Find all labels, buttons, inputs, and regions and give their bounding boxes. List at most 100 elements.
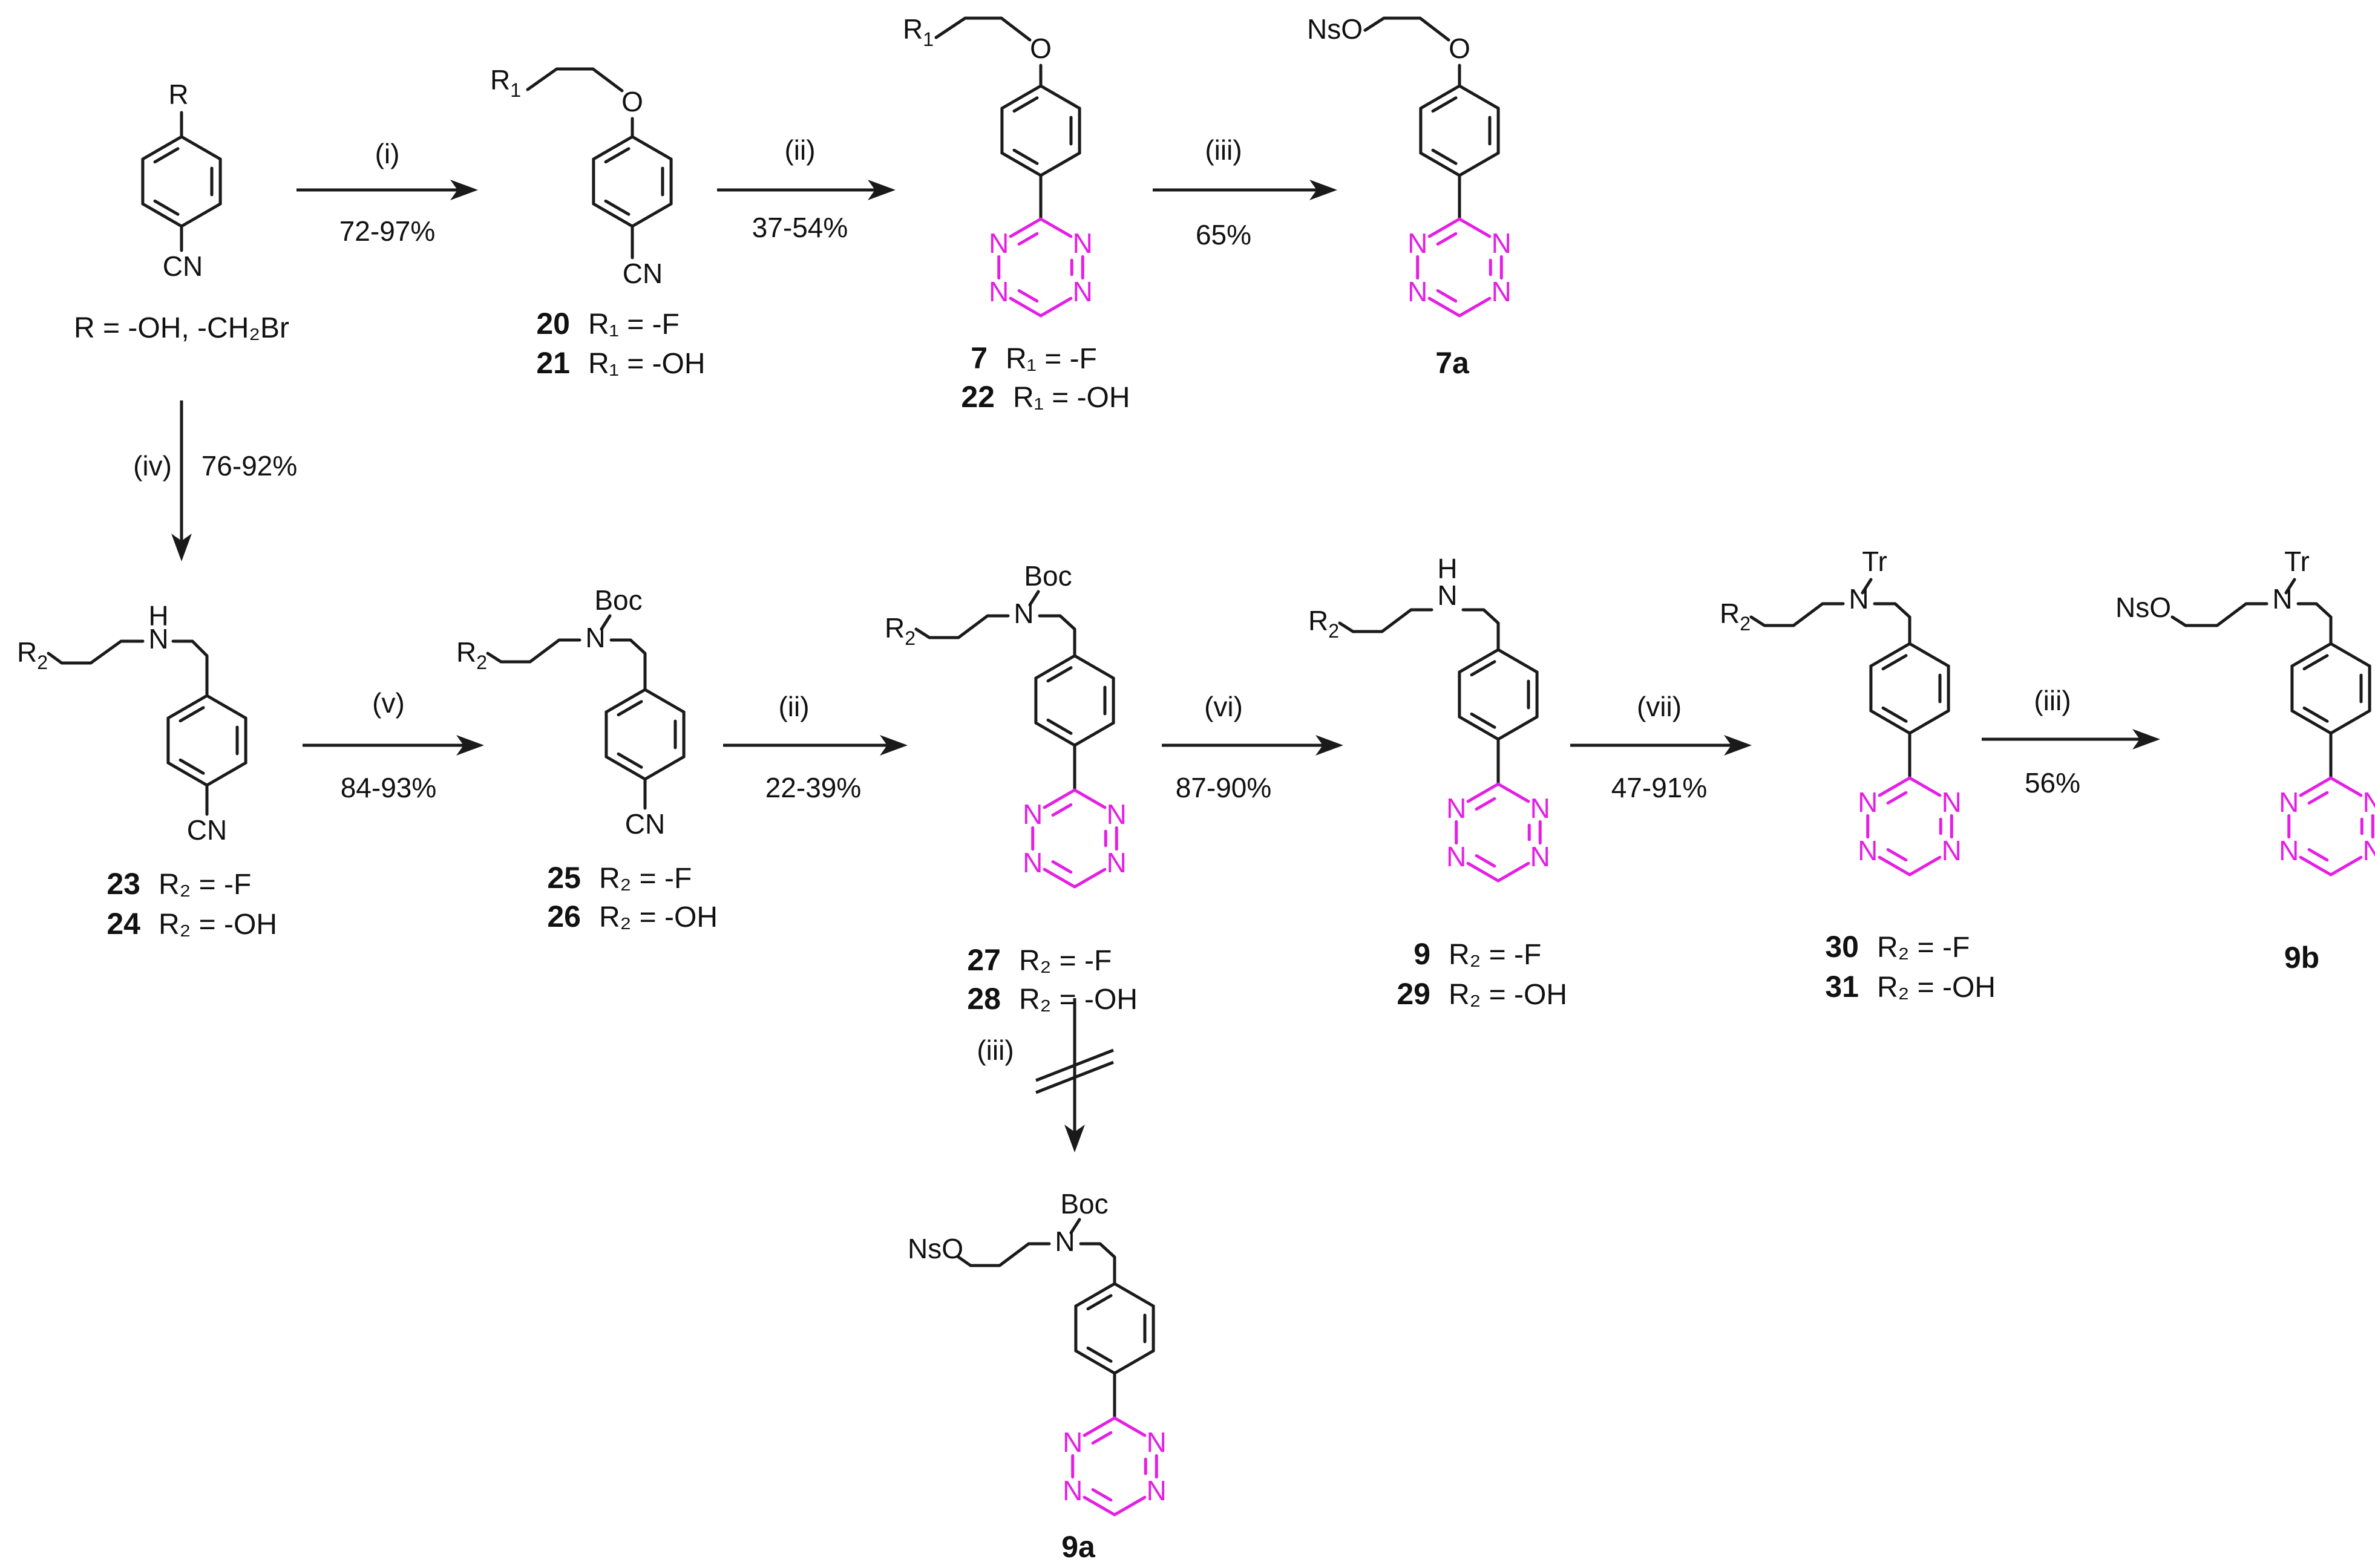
ring-bond bbox=[1458, 84, 1500, 110]
step-vi-yield: 87-90% bbox=[1176, 772, 1272, 803]
tetrazine-nitrogen-label: N bbox=[1530, 841, 1550, 872]
tetrazine-ring-30 bbox=[1866, 776, 1953, 877]
tetrazine-bond bbox=[1083, 1495, 1116, 1517]
arrow-head bbox=[880, 735, 908, 756]
tetrazine-ring-9b bbox=[2287, 776, 2374, 877]
arrow-step-iii-failed bbox=[1035, 998, 1114, 1152]
tetrazine-double-bond bbox=[1017, 289, 1039, 303]
arrow-head bbox=[868, 180, 896, 200]
tetrazine-ring-9 bbox=[1455, 782, 1542, 883]
ethyl-chain bbox=[914, 614, 1010, 639]
benzene-ring-9a bbox=[1074, 1282, 1155, 1375]
ring-bond bbox=[180, 202, 222, 228]
arrow-step-v bbox=[303, 735, 484, 756]
step-ii-top-reagent: (ii) bbox=[784, 134, 815, 166]
compound-def-25: R₂ = -F bbox=[599, 863, 692, 895]
compound-def-23: R₂ = -F bbox=[159, 869, 251, 901]
r2-label: R2 bbox=[885, 612, 916, 649]
tetrazine-bond bbox=[2299, 855, 2333, 877]
compound-def-26: R₂ = -OH bbox=[599, 901, 718, 933]
ether-oxygen-label: O bbox=[621, 86, 643, 117]
compound-number-31: 31 bbox=[1825, 970, 1859, 1004]
tetrazine-nitrogen-label: N bbox=[1023, 847, 1043, 878]
tetrazine-bond bbox=[1878, 776, 1911, 797]
tetrazine-nitrogen-label: N bbox=[1107, 847, 1127, 878]
compound-number-26: 26 bbox=[547, 900, 581, 933]
ring-bond bbox=[2329, 709, 2371, 735]
r2-label: R2 bbox=[17, 636, 48, 673]
ring-bond bbox=[1419, 151, 1461, 177]
ring-bond bbox=[592, 135, 634, 161]
ring-bond bbox=[1039, 151, 1081, 177]
step-i-yield: 72-97% bbox=[339, 215, 436, 247]
step-iii-top-reagent: (iii) bbox=[1205, 134, 1242, 166]
boc-bond bbox=[600, 614, 612, 631]
tetrazine-bond bbox=[1496, 782, 1530, 803]
ring-bond bbox=[1496, 648, 1539, 674]
nitrile-label: CN bbox=[623, 258, 663, 289]
boc-label: Boc bbox=[594, 584, 642, 616]
benzene-ring-start bbox=[141, 135, 222, 228]
compound-number-24: 24 bbox=[106, 907, 140, 941]
tetrazine-double-bond bbox=[2307, 848, 2329, 862]
compound-def-30: R₂ = -F bbox=[1877, 932, 1970, 964]
arrow-head bbox=[1724, 735, 1752, 756]
benzyl-chain bbox=[171, 639, 209, 697]
tetrazine-nitrogen-label: N bbox=[1530, 792, 1550, 824]
step-i-reagent: (i) bbox=[375, 138, 400, 169]
tetrazine-double-bond bbox=[1475, 854, 1496, 868]
r2-label: R2 bbox=[1720, 598, 1751, 635]
ring-double-bond bbox=[604, 147, 631, 164]
tetrazine-double-bond bbox=[1436, 232, 1458, 246]
benzyl-chain bbox=[1079, 1242, 1116, 1285]
arrow-head bbox=[1315, 735, 1343, 756]
tetrazine-double-bond bbox=[2307, 791, 2329, 805]
ring-bond bbox=[205, 761, 247, 787]
step-ii-bottom-reagent: (ii) bbox=[778, 691, 809, 722]
arrow-head bbox=[456, 735, 484, 756]
benzene-ring-7a bbox=[1419, 84, 1500, 177]
compound-number-9: 9 bbox=[1414, 937, 1430, 971]
ethyl-chain bbox=[1363, 16, 1450, 42]
benzyl-chain bbox=[1873, 602, 1911, 645]
boc-bond bbox=[1069, 1218, 1081, 1235]
compound-number-25: 25 bbox=[547, 861, 581, 895]
tetrazine-ring-9a bbox=[1071, 1416, 1158, 1517]
ring-double-bond bbox=[1881, 654, 1908, 671]
ring-double-bond bbox=[1012, 96, 1039, 113]
trityl-bond bbox=[2284, 578, 2296, 595]
tetrazine-bond bbox=[1009, 296, 1043, 318]
tetrazine-nitrogen-label: N bbox=[989, 276, 1009, 307]
tetrazine-bond bbox=[2329, 855, 2363, 877]
ring-bond bbox=[1034, 721, 1076, 747]
amine-nitrogen-label: N bbox=[1437, 580, 1457, 611]
ring-bond bbox=[1074, 1282, 1116, 1308]
ring-bond bbox=[1073, 721, 1115, 747]
arrow-head bbox=[171, 534, 192, 561]
ring-bond bbox=[1869, 709, 1911, 735]
trityl-bond bbox=[1861, 578, 1873, 595]
compound-number-21: 21 bbox=[536, 346, 570, 380]
tetrazine-nitrogen-label: N bbox=[1858, 786, 1878, 818]
compound-number-7: 7 bbox=[971, 341, 988, 375]
step-v-reagent: (v) bbox=[372, 687, 405, 719]
benzyl-chain bbox=[609, 638, 647, 691]
benzene-ring-25 bbox=[604, 688, 686, 781]
arrow-step-iii-top bbox=[1153, 180, 1337, 200]
ring-bond bbox=[1034, 654, 1076, 680]
compound-number-7a: 7a bbox=[1435, 346, 1470, 380]
ring-bond bbox=[1419, 84, 1461, 110]
ring-double-bond bbox=[2302, 654, 2329, 671]
arrow-head bbox=[450, 180, 478, 200]
step-vi-reagent: (vi) bbox=[1204, 691, 1243, 722]
ring-bond bbox=[2329, 642, 2371, 668]
tetrazine-ring-7a bbox=[1416, 217, 1503, 318]
ring-bond bbox=[1496, 715, 1539, 741]
ring-double-bond bbox=[1046, 718, 1073, 735]
benzyl-chain bbox=[1038, 614, 1076, 658]
step-vii-reagent: (vii) bbox=[1637, 691, 1682, 722]
ethyl-chain bbox=[526, 67, 624, 93]
tetrazine-nitrogen-label: N bbox=[1942, 835, 1962, 866]
ring-bond bbox=[1113, 1349, 1155, 1375]
